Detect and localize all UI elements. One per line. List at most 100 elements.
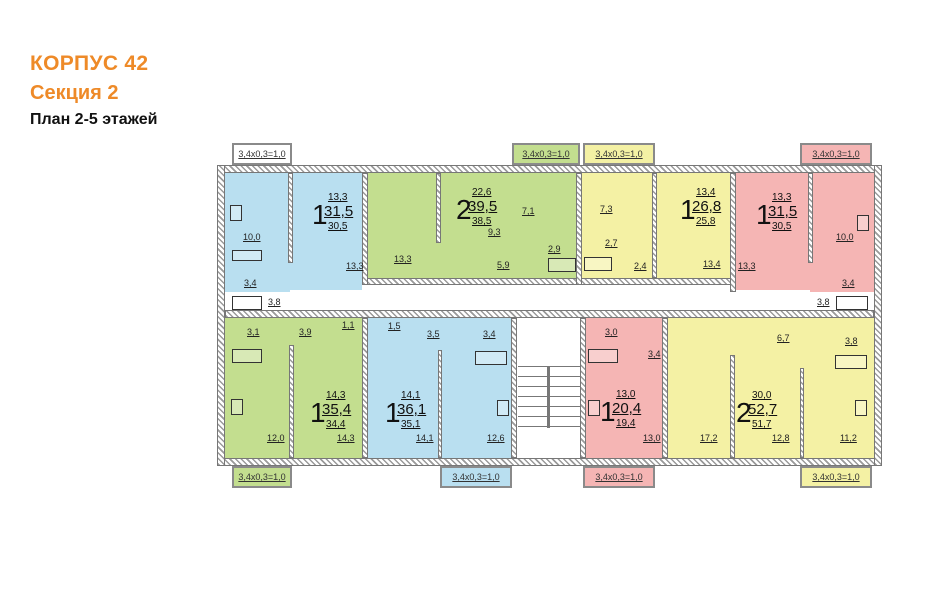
total-area: 39,5 xyxy=(468,198,498,215)
apartment-summary-top-1: 1 13,3 31,5 30,5 xyxy=(312,193,362,235)
stove-icon xyxy=(497,400,509,416)
living-area: 22,6 xyxy=(472,187,492,198)
stove-icon xyxy=(588,400,600,416)
stair-railing xyxy=(547,366,550,428)
room-count: 1 xyxy=(680,194,696,225)
wall-partition xyxy=(576,173,582,285)
apartment-top-4[interactable] xyxy=(732,172,874,292)
room-count: 2 xyxy=(736,397,752,428)
apartment-top-2[interactable] xyxy=(362,172,578,278)
wall-partition xyxy=(362,173,368,285)
room-count: 1 xyxy=(600,396,616,427)
room-area: 3,8 xyxy=(268,297,281,307)
room-count: 2 xyxy=(456,194,472,225)
wall-partition xyxy=(288,173,293,263)
wall-partition xyxy=(362,318,368,458)
room-area: 14,3 xyxy=(337,433,355,443)
living-area: 14,1 xyxy=(401,390,421,401)
room-area: 6,7 xyxy=(777,333,790,343)
apartment-summary-top-2: 2 22,6 39,5 38,5 xyxy=(456,188,506,230)
apartment-summary-bot-4: 2 30,0 52,7 51,7 xyxy=(736,391,786,433)
wall-partition xyxy=(800,368,804,458)
room-area: 3,8 xyxy=(817,297,830,307)
room-area: 14,1 xyxy=(416,433,434,443)
room-count: 1 xyxy=(756,199,772,230)
apartment-top-1[interactable] xyxy=(225,172,362,292)
total-area: 31,5 xyxy=(324,203,354,220)
room-area: 7,3 xyxy=(600,204,613,214)
total-area: 35,4 xyxy=(322,401,352,418)
floor-plan-subtitle: План 2-5 этажей xyxy=(30,111,158,128)
room-area: 13,3 xyxy=(346,261,364,271)
apartment-summary-top-4: 1 13,3 31,5 30,5 xyxy=(756,193,806,235)
stove-icon xyxy=(855,400,867,416)
room-area: 7,1 xyxy=(522,206,535,216)
area-no-balcony: 38,5 xyxy=(472,216,492,227)
living-area: 13,3 xyxy=(328,192,348,203)
balcony-top-1: 3,4x0,3=1,0 xyxy=(232,143,292,165)
room-area: 5,9 xyxy=(497,260,510,270)
room-area: 17,2 xyxy=(700,433,718,443)
wall-top xyxy=(217,165,882,173)
apartment-summary-bot-2: 1 14,1 36,1 35,1 xyxy=(385,391,435,433)
stove-icon xyxy=(231,399,243,415)
wall-partition xyxy=(730,355,735,458)
wall-partition xyxy=(662,318,668,458)
room-area: 10,0 xyxy=(243,232,261,242)
room-area: 12,6 xyxy=(487,433,505,443)
balcony-top-2: 3,4x0,3=1,0 xyxy=(512,143,580,165)
room-area: 11,2 xyxy=(840,433,857,443)
room-area: 12,0 xyxy=(267,433,285,443)
bathtub-icon xyxy=(588,349,618,363)
wall-corridor-bottom xyxy=(225,310,874,318)
area-no-balcony: 51,7 xyxy=(752,419,772,430)
bathtub-icon xyxy=(475,351,507,365)
living-area: 13,3 xyxy=(772,192,792,203)
room-area: 2,7 xyxy=(605,238,618,248)
balcony-bottom-2: 3,4x0,3=1,0 xyxy=(440,466,512,488)
apartment-summary-bot-1: 1 14,3 35,4 34,4 xyxy=(310,391,360,433)
room-area: 2,4 xyxy=(634,261,647,271)
sink-icon xyxy=(232,250,262,261)
wall-partition xyxy=(730,173,736,292)
balcony-bottom-4: 3,4x0,3=1,0 xyxy=(800,466,872,488)
apartment-bot-1[interactable] xyxy=(225,318,363,458)
wall-corridor-top xyxy=(362,278,732,285)
balcony-bottom-1: 3,4x0,3=1,0 xyxy=(232,466,292,488)
apartment-bot-4[interactable] xyxy=(665,318,875,458)
room-area: 13,3 xyxy=(738,261,756,271)
bathtub-icon xyxy=(548,258,576,272)
living-area: 14,3 xyxy=(326,390,346,401)
wall-partition xyxy=(511,318,517,458)
balcony-top-3: 3,4x0,3=1,0 xyxy=(583,143,655,165)
area-no-balcony: 35,1 xyxy=(401,419,421,430)
room-area: 12,8 xyxy=(772,433,790,443)
apartment-bot-3[interactable] xyxy=(585,318,665,458)
apartment-summary-bot-3: 1 13,0 20,4 19,4 xyxy=(600,390,650,432)
room-area: 3,9 xyxy=(299,327,312,337)
wall-partition xyxy=(436,173,441,243)
area-no-balcony: 30,5 xyxy=(328,221,348,232)
total-area: 36,1 xyxy=(397,401,427,418)
bathtub-icon xyxy=(835,355,867,369)
building-title: КОРПУС 42 xyxy=(30,52,149,75)
room-area: 3,8 xyxy=(845,336,858,346)
room-area: 3,4 xyxy=(244,278,257,288)
area-no-balcony: 34,4 xyxy=(326,419,346,430)
area-no-balcony: 19,4 xyxy=(616,418,636,429)
living-area: 30,0 xyxy=(752,390,772,401)
bathtub-icon xyxy=(836,296,868,310)
wall-left xyxy=(217,165,225,466)
wall-partition xyxy=(289,345,294,458)
total-area: 52,7 xyxy=(748,401,778,418)
room-area: 13,3 xyxy=(394,254,412,264)
wall-partition xyxy=(438,350,442,458)
bathtub-icon xyxy=(232,349,262,363)
wall-bottom xyxy=(217,458,882,466)
room-area: 10,0 xyxy=(836,232,854,242)
balcony-top-4: 3,4x0,3=1,0 xyxy=(800,143,872,165)
wall-partition xyxy=(808,173,813,263)
room-area: 3,0 xyxy=(605,327,618,337)
room-count: 1 xyxy=(310,397,326,428)
room-count: 1 xyxy=(385,397,401,428)
